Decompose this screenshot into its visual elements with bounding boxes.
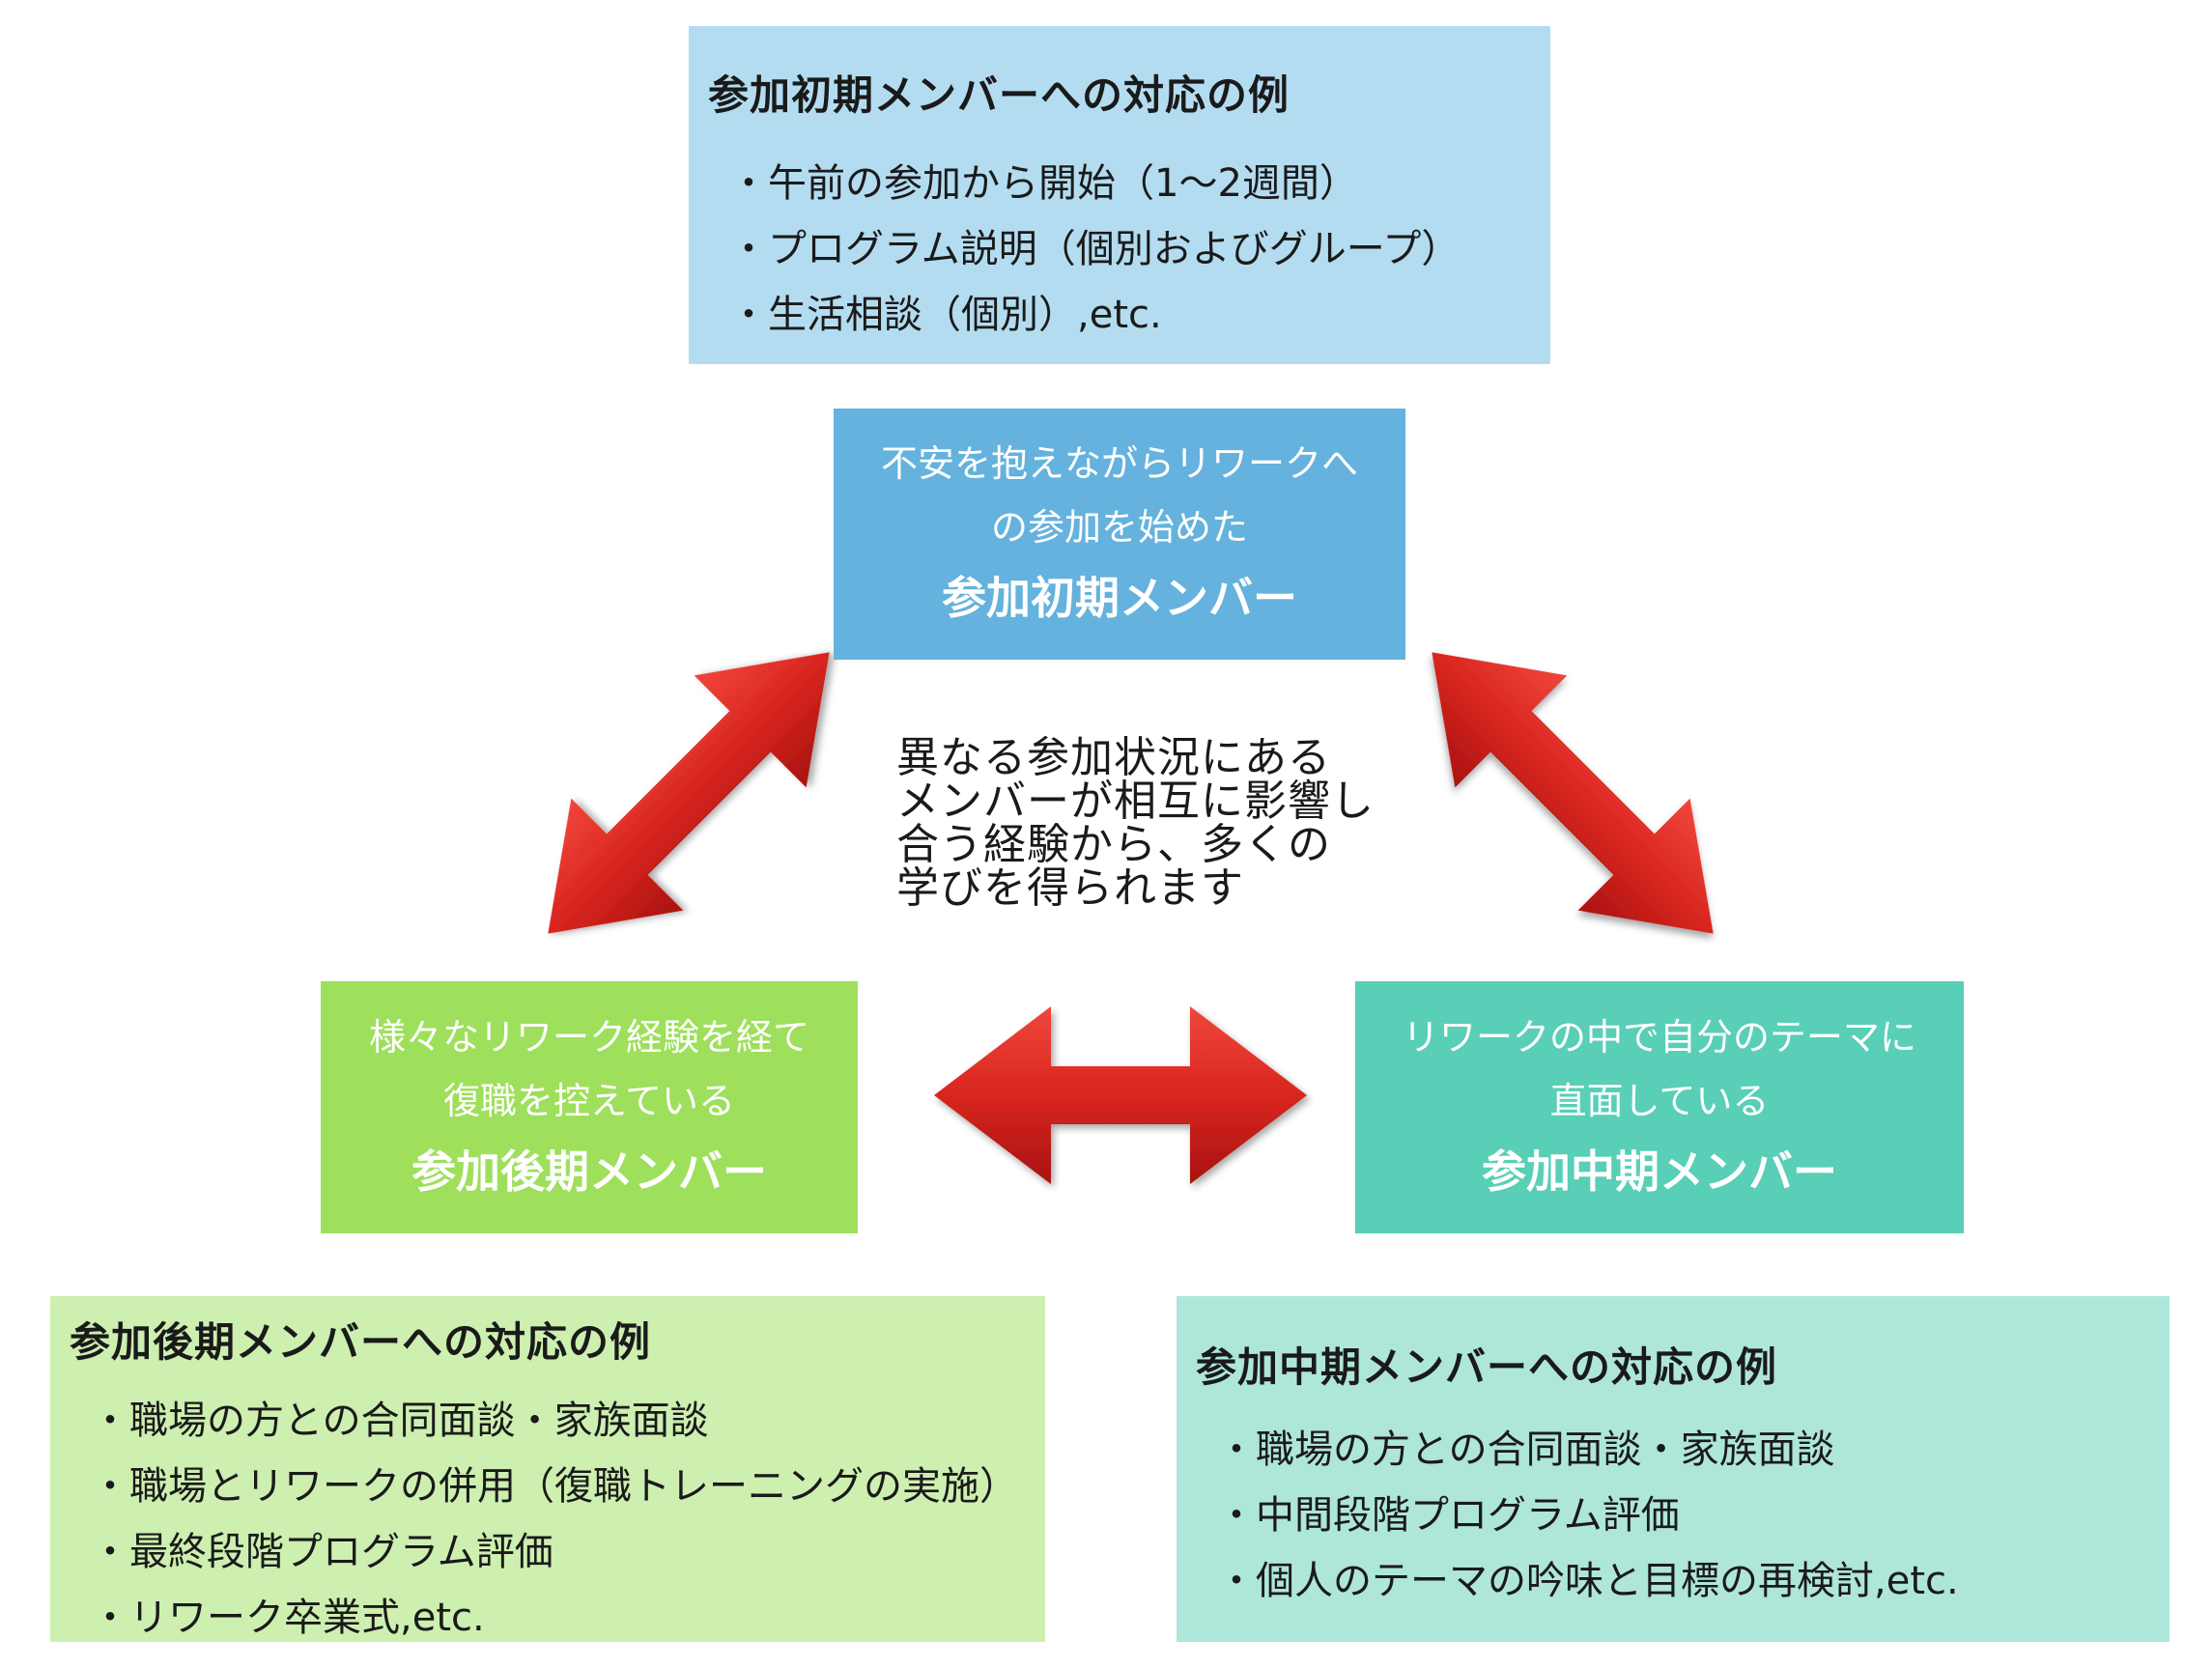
center-message: 異なる参加状況にある メンバーが相互に影響し 合う経験から、多くの 学びを得られ… xyxy=(896,733,1375,913)
center-message-line: メンバーが相互に影響し xyxy=(896,777,1375,826)
center-message-line: 異なる参加状況にある xyxy=(896,733,1331,782)
early-info-list: 午前の参加から開始（1〜2週間） プログラム説明（個別およびグループ） 生活相談… xyxy=(708,151,1531,348)
early-member-desc-line2: の参加を始めた xyxy=(990,506,1248,549)
mid-info-title: 参加中期メンバーへの対応の例 xyxy=(1196,1343,1778,1391)
arrow-early-mid xyxy=(1432,652,1714,934)
early-info-box: 参加初期メンバーへの対応の例 午前の参加から開始（1〜2週間） プログラム説明（… xyxy=(689,26,1550,364)
list-item: 最終段階プログラム評価 xyxy=(91,1519,1026,1585)
late-info-title: 参加後期メンバーへの対応の例 xyxy=(70,1318,652,1366)
late-member-name: 参加後期メンバー xyxy=(411,1145,767,1198)
late-info-box: 参加後期メンバーへの対応の例 職場の方との合同面談・家族面談 職場とリワークの併… xyxy=(50,1296,1045,1642)
list-item: 職場の方との合同面談・家族面談 xyxy=(1217,1417,2150,1483)
mid-member-desc-line2: 直面している xyxy=(1549,1079,1770,1122)
center-message-line: 学びを得られます xyxy=(896,863,1244,913)
list-item: 職場とリワークの併用（復職トレーニングの実施） xyxy=(91,1454,1026,1519)
late-member-desc-line2: 復職を控えている xyxy=(442,1079,736,1122)
arrow-late-mid xyxy=(934,1006,1307,1184)
early-info-title: 参加初期メンバーへの対応の例 xyxy=(708,71,1290,119)
center-message-line: 合う経験から、多くの xyxy=(896,820,1331,869)
mid-member-name: 参加中期メンバー xyxy=(1482,1145,1837,1198)
list-item: 生活相談（個別）,etc. xyxy=(729,282,1531,348)
list-item: リワーク卒業式,etc. xyxy=(91,1585,1026,1651)
early-member-box: 不安を抱えながらリワークへ の参加を始めた 参加初期メンバー xyxy=(834,409,1405,660)
early-member-desc-line1: 不安を抱えながらリワークへ xyxy=(880,442,1358,485)
early-member-name: 参加初期メンバー xyxy=(942,572,1297,624)
list-item: 職場の方との合同面談・家族面談 xyxy=(91,1388,1026,1454)
mid-info-box: 参加中期メンバーへの対応の例 職場の方との合同面談・家族面談 中間段階プログラム… xyxy=(1177,1296,2169,1642)
mid-member-box: リワークの中で自分のテーマに 直面している 参加中期メンバー xyxy=(1355,981,1964,1233)
late-member-desc-line1: 様々なリワーク経験を経て xyxy=(368,1015,809,1059)
mid-member-desc-line1: リワークの中で自分のテーマに xyxy=(1402,1015,1916,1059)
late-member-box: 様々なリワーク経験を経て 復職を控えている 参加後期メンバー xyxy=(321,981,858,1233)
list-item: 午前の参加から開始（1〜2週間） xyxy=(729,151,1531,216)
list-item: プログラム説明（個別およびグループ） xyxy=(729,216,1531,282)
arrow-early-late xyxy=(548,652,830,934)
late-info-list: 職場の方との合同面談・家族面談 職場とリワークの併用（復職トレーニングの実施） … xyxy=(70,1388,1026,1651)
list-item: 中間段階プログラム評価 xyxy=(1217,1483,2150,1548)
mid-info-list: 職場の方との合同面談・家族面談 中間段階プログラム評価 個人のテーマの吟味と目標… xyxy=(1196,1417,2150,1614)
list-item: 個人のテーマの吟味と目標の再検討,etc. xyxy=(1217,1548,2150,1614)
